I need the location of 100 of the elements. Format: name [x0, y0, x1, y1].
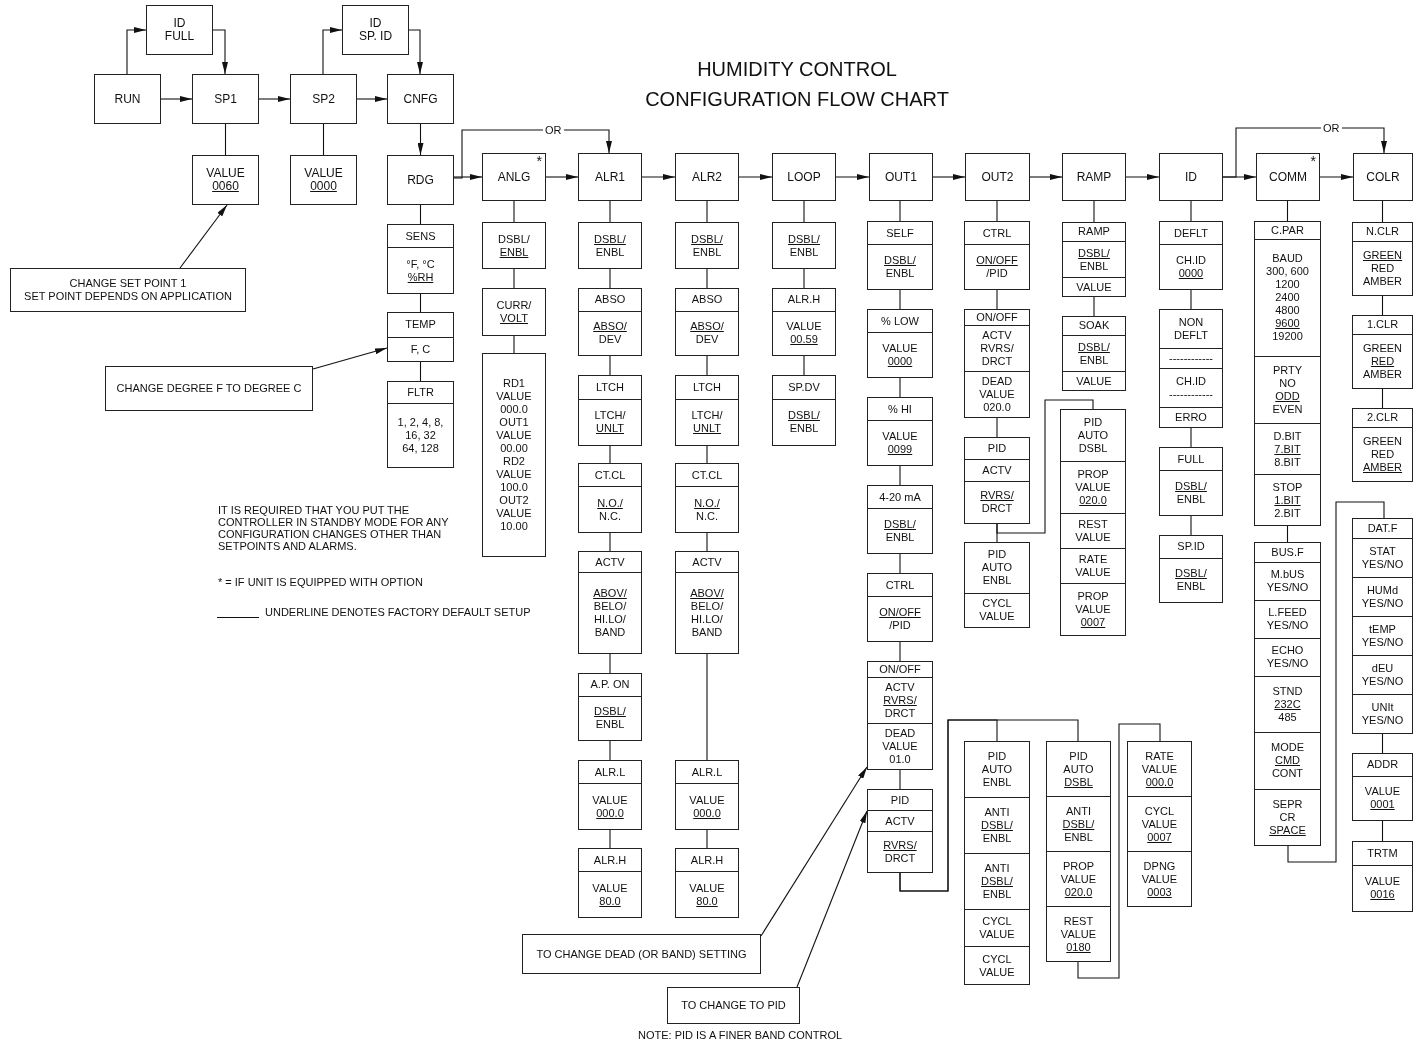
- menu-box: [1352, 518, 1413, 734]
- menu-box: [772, 288, 836, 356]
- menu-item-text: RATE: [1145, 749, 1174, 763]
- menu-item-text: % HI: [888, 402, 912, 416]
- menu-item-text: 000.0: [1145, 775, 1174, 789]
- menu-box: [387, 224, 454, 294]
- connector-line: [996, 399, 1094, 534]
- menu-item-text: CT.CL: [594, 468, 626, 482]
- menu-item-text: CMD: [1274, 754, 1301, 768]
- menu-box: [964, 741, 1030, 985]
- menu-box: [675, 551, 739, 654]
- menu-item-text: ABSO: [594, 293, 626, 307]
- menu-item-text: CH.ID: [1176, 254, 1206, 267]
- menu-item-text: ENBL: [499, 245, 529, 259]
- menu-item-text: RVRS/: [980, 342, 1014, 355]
- menu-box: [1159, 153, 1223, 201]
- menu-item-text: 0000: [1178, 267, 1204, 280]
- connector-line: [609, 829, 611, 849]
- menu-item-text: VALUE: [882, 430, 918, 443]
- menu-item-text: ANTI: [1065, 804, 1092, 818]
- connector-line: [1381, 200, 1384, 223]
- menu-item-text: DRCT: [981, 502, 1013, 516]
- connector-line: [1190, 515, 1192, 536]
- menu-item-text: 64, 128: [402, 442, 439, 455]
- menu-item-text: REST: [1063, 914, 1094, 928]
- connector-line: [899, 289, 901, 310]
- menu-box: [1353, 153, 1413, 201]
- menu-box: [482, 222, 546, 269]
- menu-item-text: ON/OFF: [976, 254, 1018, 267]
- menu-item-text: ALR.L: [594, 765, 626, 779]
- connector-line: [706, 532, 708, 552]
- menu-item-text: DSBL/: [884, 518, 916, 531]
- menu-item-text: 100.0: [500, 481, 528, 494]
- menu-item-text: ON/OFF: [976, 311, 1018, 324]
- connector-line: [706, 829, 708, 849]
- menu-item-text: SEPR: [1272, 797, 1303, 811]
- menu-item-text: 0060: [212, 180, 239, 193]
- menu-box: [192, 74, 259, 124]
- menu-item-text: RVRS/: [883, 839, 917, 852]
- connector-line: [609, 653, 611, 674]
- menu-item-text: 00.59: [790, 333, 818, 347]
- menu-item-text: 19200: [1272, 330, 1303, 344]
- menu-item-text: 020.0: [1079, 494, 1107, 507]
- leader-line: [760, 766, 868, 937]
- menu-item-text: 4800: [1275, 304, 1300, 318]
- menu-item-text: LTCH: [596, 380, 624, 394]
- menu-item-text: 7.BIT: [1274, 442, 1301, 456]
- menu-item-text: N.C.: [599, 509, 621, 523]
- menu-item-text: RD1: [503, 377, 525, 390]
- menu-item-text: VALUE: [979, 388, 1015, 401]
- menu-item-text: DEV: [695, 333, 719, 347]
- menu-box: [772, 375, 836, 446]
- menu-box: [1060, 409, 1126, 636]
- menu-box: [578, 848, 642, 918]
- menu-item-text: RATE: [1078, 553, 1108, 566]
- menu-item-text: SP.ID: [1177, 540, 1205, 554]
- menu-item-text: 300, 600: [1266, 265, 1309, 279]
- menu-item-text: RED: [1370, 261, 1395, 275]
- note-text: IT IS REQUIRED THAT YOU PUT THE CONTROLLER IN STANDBY MODE FOR ANY CONFIGURATION CHANGES OTHER THAN SETPOINTS AND ALARMS.: [218, 504, 450, 552]
- menu-box: [867, 309, 933, 378]
- note-text: * = IF UNIT IS EQUIPPED WITH OPTION: [218, 576, 424, 588]
- menu-box: [1062, 153, 1126, 201]
- menu-item-text: 0000: [310, 180, 337, 193]
- connector-line: [899, 553, 901, 574]
- note-box: [667, 987, 800, 1024]
- connector-line: [706, 200, 708, 223]
- menu-item-text: N.O./: [694, 496, 720, 510]
- menu-box: [387, 381, 454, 468]
- menu-box: [675, 288, 739, 356]
- menu-item-text: N.C.: [696, 509, 718, 523]
- menu-box: [965, 153, 1030, 201]
- menu-box: [342, 5, 409, 55]
- connector-line: [706, 268, 708, 289]
- menu-item-text: 1.BIT: [1274, 493, 1301, 507]
- menu-item-text: PID: [987, 548, 1007, 562]
- menu-box: [482, 288, 546, 336]
- menu-item-text: VALUE: [1075, 603, 1111, 616]
- note-text: SET POINT DEPENDS ON APPLICATION: [24, 290, 232, 303]
- menu-item-text: 00.00: [500, 442, 528, 455]
- menu-item-text: DEFLT: [1174, 226, 1208, 240]
- menu-item-text: ABSO/: [690, 320, 724, 334]
- menu-item-text: DRCT: [884, 852, 916, 865]
- menu-box: [146, 5, 213, 55]
- menu-item-text: BELO/: [593, 600, 627, 613]
- menu-box: [964, 221, 1030, 290]
- footnote-mark: *: [536, 154, 542, 168]
- arrow: [453, 174, 483, 180]
- menu-box: [1254, 542, 1321, 846]
- menu-item-text: OUT1: [885, 170, 917, 184]
- menu-item-text: VALUE: [206, 167, 245, 180]
- menu-item-text: DSBL: [1078, 442, 1108, 455]
- menu-item-text: ON/OFF: [879, 606, 921, 619]
- menu-item-text: ANTI: [984, 861, 1010, 875]
- menu-item-text: 0180: [1066, 940, 1091, 954]
- connector-line: [1287, 501, 1385, 863]
- menu-item-text: SP. ID: [358, 30, 393, 43]
- menu-item-text: D.BIT: [1273, 429, 1302, 443]
- menu-item-text: ALR.H: [787, 293, 821, 307]
- menu-item-text: LTCH/: [691, 409, 723, 423]
- connector-line: [899, 465, 901, 486]
